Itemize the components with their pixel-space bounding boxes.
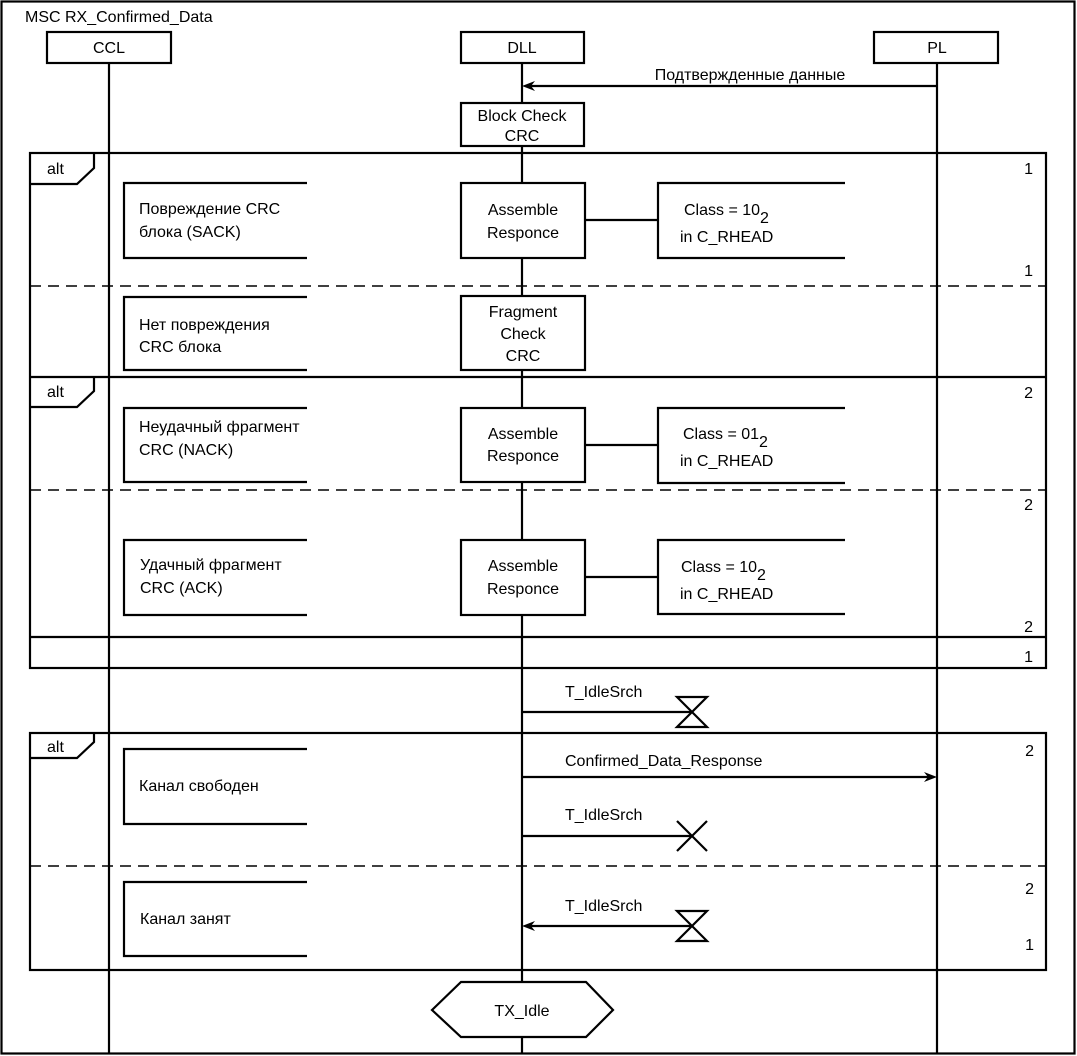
alt-tag <box>30 733 96 760</box>
alt3-op2-number-bottom: 1 <box>1025 937 1034 954</box>
comment-class-1: Class = 102 in C_RHEAD <box>656 181 845 260</box>
class-subscript: 2 <box>757 567 766 584</box>
timer-set-hourglass-icon <box>674 695 710 729</box>
class-value: Class = 01 <box>683 426 759 443</box>
alt-tag <box>30 153 96 186</box>
arrowhead-icon <box>522 921 535 931</box>
state-label: TX_Idle <box>494 1003 549 1020</box>
condition-line2: CRC (NACK) <box>139 442 233 459</box>
action-block-check-line1: Block Check <box>478 108 568 125</box>
condition-crc-block-ok: Нет повреждения CRC блока <box>122 295 307 372</box>
timer-set-t-idlesrch[interactable]: T_IdleSrch <box>522 684 710 729</box>
instance-dll-label: DLL <box>507 40 536 57</box>
condition-fragment-crc-failed: Неудачный фрагмент CRC (NACK) <box>122 406 307 484</box>
condition-channel-busy: Канал занят <box>122 880 307 958</box>
svg-text:Class = 012: Class = 012 <box>683 426 768 451</box>
instance-dll[interactable]: DLL <box>459 30 586 65</box>
alt3-number-top: 2 <box>1025 743 1034 760</box>
state-tx-idle[interactable]: TX_Idle <box>430 980 615 1039</box>
action-assemble-responce-3[interactable]: Assemble Responce <box>459 538 587 617</box>
timer-timeout-label: T_IdleSrch <box>565 898 642 915</box>
message-incoming-data[interactable]: Подтвержденные данные <box>522 67 937 91</box>
class-subscript: 2 <box>759 434 768 451</box>
instance-ccl-label: CCL <box>93 40 125 57</box>
alt1-number-bottom: 1 <box>1024 263 1033 280</box>
svg-text:Class = 102: Class = 102 <box>681 559 766 584</box>
assemble-line1: Assemble <box>488 202 558 219</box>
instance-pl-label: PL <box>927 40 947 57</box>
timer-stop-cross-icon <box>676 820 708 852</box>
alt-tag-label: alt <box>47 161 64 178</box>
condition-line2: CRC блока <box>139 339 221 356</box>
action-fragment-check-crc[interactable]: Fragment Check CRC <box>459 294 587 372</box>
assemble-line2: Responce <box>487 448 559 465</box>
condition-line1: Неудачный фрагмент <box>139 419 300 436</box>
msc-title: MSC RX_Confirmed_Data <box>25 9 213 26</box>
timer-stop-label: T_IdleSrch <box>565 807 642 824</box>
action-block-check-crc[interactable]: Block Check CRC <box>459 101 586 148</box>
class-field: in C_RHEAD <box>680 586 773 603</box>
arrowhead-icon <box>522 81 535 91</box>
assemble-line2: Responce <box>487 225 559 242</box>
alt-tag-label: alt <box>47 384 64 401</box>
alt1-number-top: 1 <box>1024 161 1033 178</box>
comment-class-2: Class = 012 in C_RHEAD <box>656 406 845 485</box>
alt-tag-label: alt <box>47 739 64 756</box>
class-value: Class = 10 <box>684 202 760 219</box>
condition-crc-block-damaged: Повреждение CRC блока (SACK) <box>122 181 307 260</box>
fragment-check-line1: Fragment <box>489 304 558 321</box>
assemble-line2: Responce <box>487 581 559 598</box>
alt2-op2-number-top: 2 <box>1024 497 1033 514</box>
class-value: Class = 10 <box>681 559 757 576</box>
condition-line2: блока (SACK) <box>139 224 241 241</box>
alt2-op2-number-bottom: 2 <box>1024 619 1033 636</box>
condition-line1: Удачный фрагмент <box>140 557 282 574</box>
action-assemble-responce-2[interactable]: Assemble Responce <box>459 406 587 484</box>
instance-ccl[interactable]: CCL <box>45 30 173 65</box>
action-block-check-line2: CRC <box>505 128 540 145</box>
message-confirmed-data-response[interactable]: Confirmed_Data_Response <box>522 753 937 782</box>
alt-frame-fragment-crc: alt 2 2 2 <box>30 375 1046 636</box>
condition-line1: Повреждение CRC <box>139 201 280 218</box>
message-confirmed-data-response-label: Confirmed_Data_Response <box>565 753 763 770</box>
alt-tag <box>30 377 96 409</box>
class-subscript: 2 <box>760 210 769 227</box>
alt2-number-top: 2 <box>1024 385 1033 402</box>
action-assemble-responce-1[interactable]: Assemble Responce <box>459 181 587 260</box>
timer-timeout-hourglass-icon <box>674 909 710 943</box>
alt1-end-number: 1 <box>1024 649 1033 666</box>
timer-stop-t-idlesrch[interactable]: T_IdleSrch <box>522 807 708 852</box>
condition-label: Канал занят <box>140 911 231 928</box>
condition-line2: CRC (ACK) <box>140 580 223 597</box>
svg-text:Class = 102: Class = 102 <box>684 202 769 227</box>
timer-set-label: T_IdleSrch <box>565 684 642 701</box>
timer-timeout-t-idlesrch[interactable]: T_IdleSrch <box>522 898 710 943</box>
condition-line1: Нет повреждения <box>139 317 270 334</box>
assemble-line1: Assemble <box>488 558 558 575</box>
comment-class-3: Class = 102 in C_RHEAD <box>656 538 845 616</box>
fragment-check-line3: CRC <box>506 348 541 365</box>
message-incoming-data-label: Подтвержденные данные <box>655 67 846 84</box>
alt-frame-crc-block: alt 1 1 1 <box>28 151 1048 670</box>
condition-label: Канал свободен <box>139 778 259 795</box>
class-field: in C_RHEAD <box>680 229 773 246</box>
condition-fragment-crc-ok: Удачный фрагмент CRC (ACK) <box>122 538 307 617</box>
arrowhead-icon <box>924 772 937 782</box>
fragment-check-line2: Check <box>500 326 546 343</box>
assemble-line1: Assemble <box>488 426 558 443</box>
instance-pl[interactable]: PL <box>872 30 1000 65</box>
class-field: in C_RHEAD <box>680 453 773 470</box>
alt3-op2-number-top: 2 <box>1025 881 1034 898</box>
alt-frame-channel: alt 2 2 1 <box>28 731 1048 972</box>
condition-channel-free: Канал свободен <box>122 747 307 826</box>
